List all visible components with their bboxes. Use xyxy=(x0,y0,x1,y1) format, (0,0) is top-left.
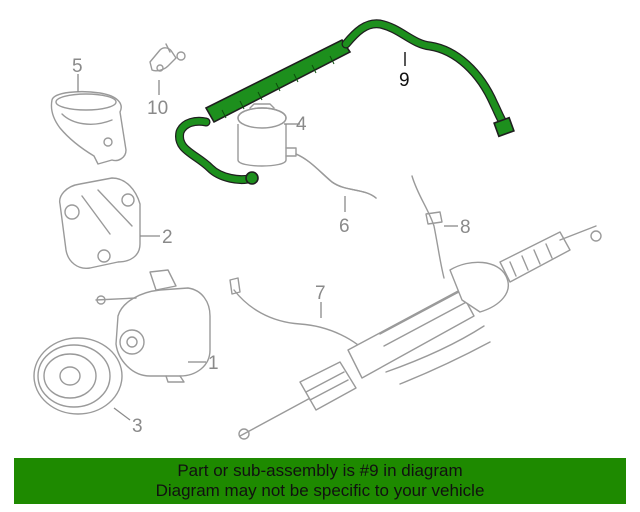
callout-4[interactable]: 4 xyxy=(296,114,307,135)
part-10-clip[interactable] xyxy=(149,43,186,72)
callout-3[interactable]: 3 xyxy=(132,416,143,437)
part-1-pump[interactable] xyxy=(95,269,211,383)
part-5-bracket[interactable] xyxy=(50,91,127,165)
part-4-reservoir[interactable] xyxy=(237,103,297,167)
leader-3 xyxy=(113,407,131,421)
callout-6[interactable]: 6 xyxy=(339,216,350,237)
callout-9[interactable]: 9 xyxy=(399,70,410,91)
callout-1[interactable]: 1 xyxy=(208,353,219,374)
steering-rack[interactable] xyxy=(238,225,602,440)
callout-5[interactable]: 5 xyxy=(72,56,83,77)
part-3-pulley[interactable] xyxy=(33,337,123,415)
banner-line-1: Part or sub-assembly is #9 in diagram xyxy=(177,461,463,480)
callout-7[interactable]: 7 xyxy=(315,283,326,304)
part-8-line[interactable] xyxy=(411,175,445,279)
part-9-pressure-hose[interactable] xyxy=(175,19,515,185)
callout-2[interactable]: 2 xyxy=(162,227,173,248)
part-7-line[interactable] xyxy=(229,277,371,357)
callout-10[interactable]: 10 xyxy=(147,98,168,119)
part-2-mount[interactable] xyxy=(59,177,141,269)
part-6-hose[interactable] xyxy=(295,153,377,199)
parts-diagram: 5 10 2 1 3 xyxy=(33,19,602,440)
banner-line-2: Diagram may not be specific to your vehi… xyxy=(155,481,485,500)
callout-8[interactable]: 8 xyxy=(460,217,471,238)
info-banner: Part or sub-assembly is #9 in diagram Di… xyxy=(14,458,626,504)
